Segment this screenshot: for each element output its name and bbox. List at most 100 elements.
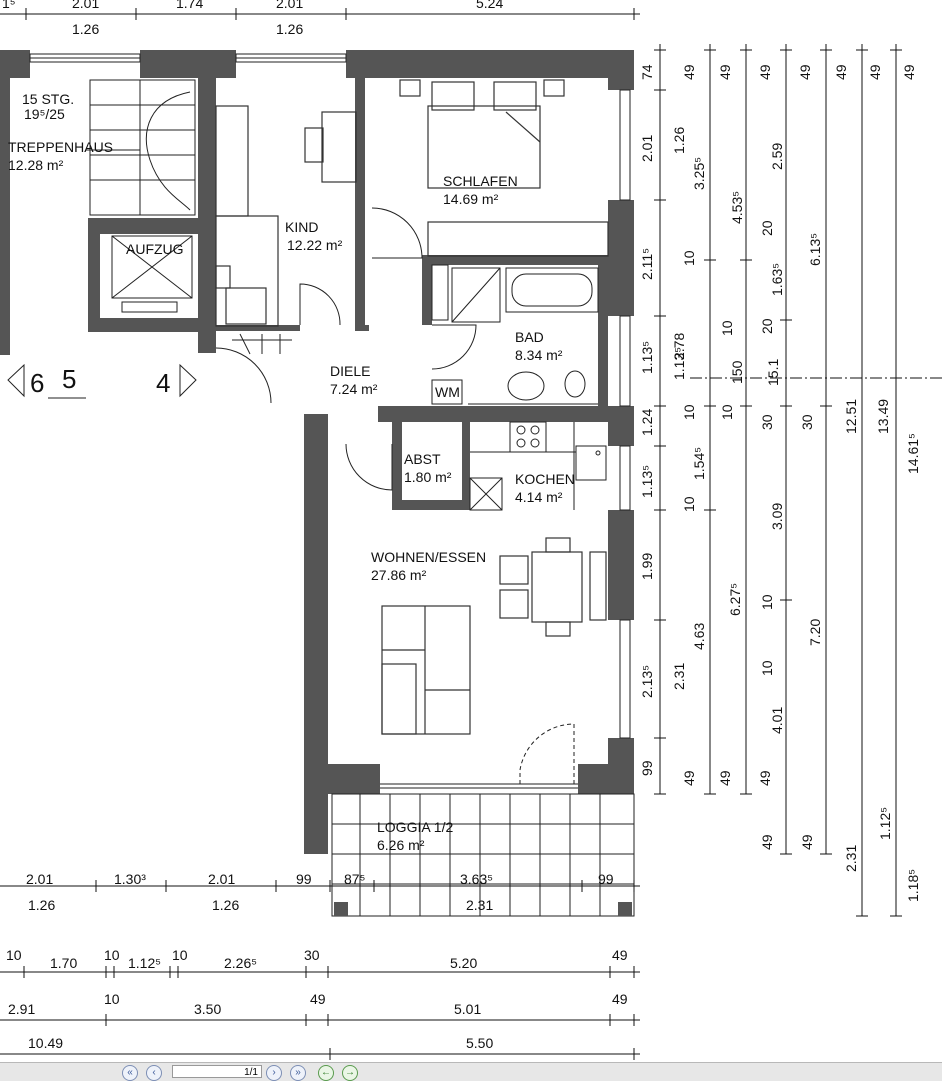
dim-top-6: 1.26 [72,21,99,37]
last-page-icon[interactable]: » [290,1065,306,1081]
area-wohnen: 27.86 m² [371,567,427,583]
dim-r5-5: 20 [759,318,775,334]
label-kochen: KOCHEN [515,471,575,487]
dim-r9-2: 1.18⁵ [905,869,921,902]
dim-b3-h: 5.20 [450,955,477,971]
area-treppenhaus: 12.28 m² [8,157,64,173]
area-kochen: 4.14 m² [515,489,563,505]
label-wohnen: WOHNEN/ESSEN [371,549,486,565]
back-arrow-icon[interactable]: ← [318,1065,334,1081]
dim-b4-a: 2.91 [8,1001,35,1017]
area-diele: 7.24 m² [330,381,378,397]
dim-b1-g: 99 [598,871,614,887]
dim-b3-i: 49 [612,947,628,963]
dim-b3-e: 10 [172,947,188,963]
room-labels: 15 STG. 19⁵/25 TREPPENHAUS 12.28 m² AUFZ… [8,91,575,853]
dim-b1-f: 3.63⁵ [460,871,493,887]
dim-top-7: 1.26 [276,21,303,37]
dim-r3-1: 49 [717,64,733,80]
dim-top-5: 5.24 [476,0,503,11]
area-loggia: 6.26 m² [377,837,425,853]
dim-r3-4: 10 [681,404,697,420]
dim-b3-a: 10 [6,947,22,963]
dim-r4-1: 49 [757,64,773,80]
dim-r7-3: 2.31 [843,845,859,872]
dim-r4-2: 4.53⁵ [729,191,745,224]
dim-r5-2: 2.59 [769,143,785,170]
dimensions-right: 74 2.01 2.11⁵ 1.13⁵ 1.24 1.13⁵ 1.99 2.13… [639,44,942,917]
viewer-toolbar: « ‹ 1/1 › » ← → [0,1062,942,1081]
dim-b3-d: 1.12⁵ [128,955,161,971]
dim-b3-g: 30 [304,947,320,963]
dim-r6-3: 15.1 [765,359,781,386]
dim-r4-4: 150 [729,360,745,384]
next-page-icon[interactable]: › [266,1065,282,1081]
area-abst: 1.80 m² [404,469,452,485]
dim-r2-7: 2.31 [671,663,687,690]
dim-b1-c: 2.01 [208,871,235,887]
kitchen-fixtures [469,421,607,511]
dim-r2-4: 1.13⁵ [671,347,687,380]
dim-b2-b: 1.26 [212,897,239,913]
dim-b3-f: 2.26⁵ [224,955,257,971]
label-bad: BAD [515,329,544,345]
section-mark-4: 4 [156,368,170,398]
dim-b4-c: 3.50 [194,1001,221,1017]
dim-r6-1: 49 [833,64,849,80]
label-treppenhaus-ratio: 19⁵/25 [24,106,65,122]
dim-b5-a: 10.49 [28,1035,63,1051]
dim-r1-5: 1.24 [639,409,655,436]
dim-r2-5: 1.54⁵ [691,447,707,480]
loggia-balcony [331,783,635,917]
staircase [86,79,196,216]
dim-b1-b: 1.30³ [114,871,146,887]
dim-r1-4: 1.13⁵ [639,341,655,374]
dim-r5-1: 49 [797,64,813,80]
previous-page-icon[interactable]: ‹ [146,1065,162,1081]
dim-r6-4: 30 [799,414,815,430]
dim-b3-c: 10 [104,947,120,963]
first-page-icon[interactable]: « [122,1065,138,1081]
label-treppenhaus-steps: 15 STG. [22,91,74,107]
dim-r1-1: 74 [639,64,655,80]
dim-r1-2: 2.01 [639,135,655,162]
kind-furniture [215,105,357,327]
dim-b1-d: 99 [296,871,312,887]
dim-r9-1: 14.61⁵ [905,433,921,474]
label-loggia: LOGGIA 1/2 [377,819,453,835]
label-wm: WM [435,384,460,400]
label-diele: DIELE [330,363,370,379]
bed [399,79,609,257]
dim-r1-7: 1.99 [639,553,655,580]
page-number-field[interactable]: 1/1 [172,1065,262,1078]
dim-r3-3: 10 [681,250,697,266]
section-mark-6: 6 [30,368,44,398]
dim-r7-1: 49 [867,64,883,80]
forward-arrow-icon[interactable]: → [342,1065,358,1081]
dim-r8-3: 1.12⁵ [877,807,893,840]
label-abst: ABST [404,451,441,467]
dim-b2-c: 2.31 [466,897,493,913]
dim-r3-6: 6.27⁵ [727,583,743,616]
doors [215,207,575,784]
windows [29,53,631,739]
dim-b4-f: 49 [612,991,628,1007]
dim-r6-6: 49 [799,834,815,850]
dim-top-4: 2.01 [276,0,303,11]
dim-top-3: 1.74 [176,0,203,11]
dim-r5-7: 3.09 [769,503,785,530]
dim-b1-e: 87⁵ [344,871,365,887]
area-kind: 12.22 m² [287,237,343,253]
dim-r2-6: 4.63 [691,623,707,650]
dim-b4-e: 5.01 [454,1001,481,1017]
dim-r8-1: 49 [901,64,917,80]
dim-r2-8: 49 [681,770,697,786]
area-bad: 8.34 m² [515,347,563,363]
section-mark-5: 5 [62,364,76,394]
dim-r1-3: 2.11⁵ [639,248,655,280]
dim-r3-5: 10 [681,496,697,512]
dim-r2-1: 49 [681,64,697,80]
dim-r5-9: 4.01 [769,707,785,734]
dim-b3-b: 1.70 [50,955,77,971]
